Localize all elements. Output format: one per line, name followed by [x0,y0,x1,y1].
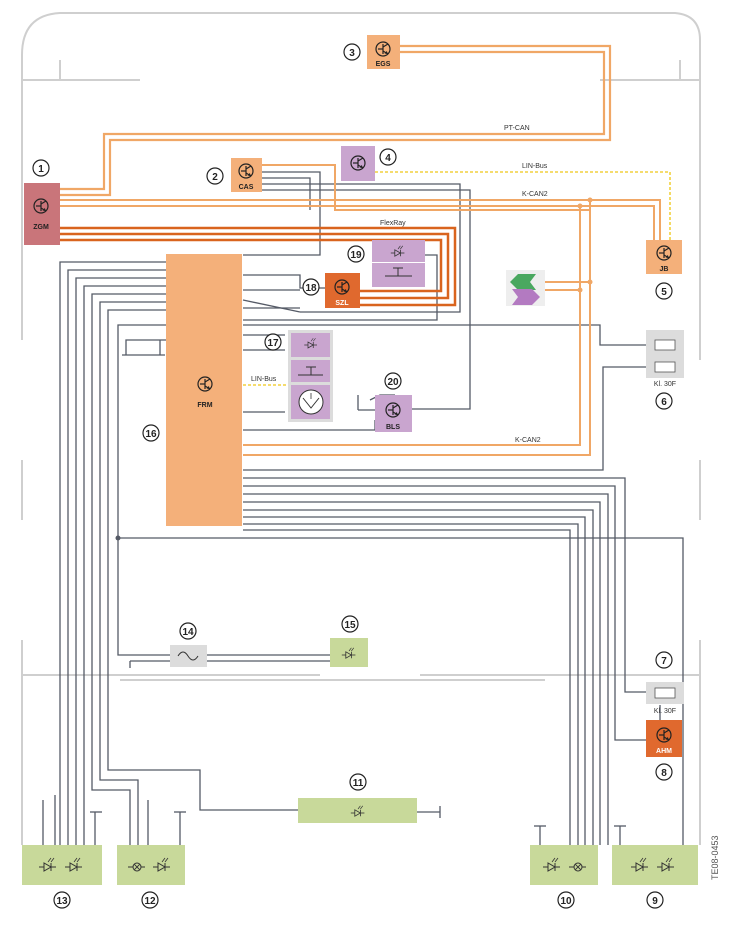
egs-label: EGS [376,61,391,68]
frm-module [166,254,242,526]
cas-label: CAS [239,184,254,191]
pt-can-bus [60,44,612,197]
frm-label: FRM [197,402,212,409]
callout-4: 4 [379,148,397,166]
k-can2-bottom-label: K-CAN2 [515,437,541,444]
callout-20: 20 [384,372,402,390]
divider [372,262,425,263]
ahm-label: AHM [656,748,672,755]
component-9-module [612,845,698,885]
svg-text:1: 1 [38,164,44,175]
ground-wiring [42,171,684,845]
callout-14: 14 [179,622,197,640]
k-can2-top-label: K-CAN2 [522,191,548,198]
document-id: TE08-0453 [710,835,720,880]
lin-bus-mid-label: LIN-Bus [251,376,277,383]
callout-2: 2 [206,167,224,185]
component-15-module [330,638,368,667]
szl-label: SZL [335,300,349,307]
svg-text:10: 10 [560,896,572,907]
component-13-module [22,845,102,885]
sine-icon [177,651,199,661]
svg-text:5: 5 [661,287,667,298]
callout-1: 1 [32,159,50,177]
callout-12: 12 [141,891,159,909]
switch-icon [298,366,323,376]
svg-text:8: 8 [661,768,667,779]
callout-13: 13 [53,891,71,909]
fuse-icon [654,361,676,373]
callout-17: 17 [264,333,282,351]
vehicle-outline [21,12,701,845]
callout-8: 8 [655,763,673,781]
svg-text:2: 2 [212,172,218,183]
flexray-label: FlexRay [380,220,406,227]
junction-dot [115,535,121,541]
bls-label: BLS [386,424,400,431]
k-can2-bus-top [60,164,661,456]
junction-dot [587,279,593,285]
callout-18: 18 [302,278,320,296]
callout-5: 5 [655,282,673,300]
lin-bus-top [375,171,671,240]
component-19-module [372,240,425,287]
junction-dot [577,203,583,209]
svg-text:18: 18 [305,283,317,294]
component-10-module [530,845,598,885]
arrow-right-icon [512,289,540,305]
flexray-bus [60,226,457,307]
callout-15: 15 [341,615,359,633]
svg-text:20: 20 [387,377,399,388]
svg-text:13: 13 [56,896,68,907]
callout-10: 10 [557,891,575,909]
lamp-icon [298,389,324,415]
svg-text:11: 11 [353,778,364,789]
callout-6: 6 [655,392,673,410]
jb-label: JB [660,266,669,273]
kl30f-7-label: Kl. 30F [654,708,676,715]
svg-text:6: 6 [661,397,667,408]
svg-text:17: 17 [267,338,279,349]
svg-text:15: 15 [344,620,356,631]
svg-text:3: 3 [349,48,355,59]
callout-3: 3 [343,43,361,61]
zgm-label: ZGM [33,224,49,231]
kl30f-6-label: Kl. 30F [654,381,676,388]
pt-can-label: PT-CAN [504,125,530,132]
component-12-module [117,845,185,885]
fuse-icon [654,687,676,699]
callout-19: 19 [347,245,365,263]
svg-text:14: 14 [182,627,194,638]
junction-dot [577,287,583,293]
callout-16: 16 [142,424,160,442]
svg-text:12: 12 [144,896,156,907]
lin-bus-top-label: LIN-Bus [522,163,548,170]
k-can2-branch [545,281,590,291]
callout-7: 7 [655,651,673,669]
svg-text:16: 16 [145,429,157,440]
svg-text:19: 19 [350,250,362,261]
component-11-module [298,798,417,823]
switch-icon [385,267,412,277]
zgm-module [24,183,60,245]
callout-9: 9 [646,891,664,909]
arrow-left-icon [510,274,536,290]
fuse-icon [654,339,676,351]
component-17-led-panel [291,333,330,357]
junction-dot [587,197,593,203]
callout-11: 11 [349,773,367,791]
svg-text:4: 4 [385,153,391,164]
svg-text:7: 7 [661,656,667,667]
svg-text:9: 9 [652,896,658,907]
